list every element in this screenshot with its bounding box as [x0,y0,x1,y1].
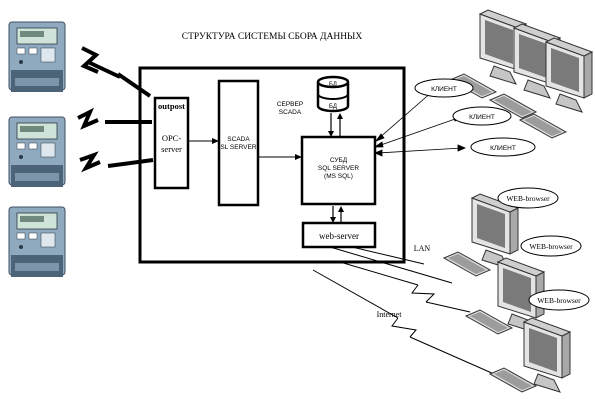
dbms-label-line3: (MS SQL) [324,173,353,180]
electricity-meter-3 [9,207,65,277]
client-links [375,88,465,156]
lan-label: LAN [414,244,431,253]
web-browser-label-3: WEB-browser [537,296,581,305]
outpost-label: outpost [158,101,185,111]
scada-server-label-line1: СЕРВЕР [277,101,303,108]
internet-label: Internet [377,310,403,319]
arrow-dbms-to-db [337,113,343,119]
db-label-bottom: БД [329,104,337,110]
web-server-label: web-server [319,231,359,241]
client-label-2: КЛИЕНТ [469,114,495,121]
scada-server-box [219,81,258,205]
client-computer-3 [546,38,592,112]
opc-label-line1: OPC- [162,133,182,143]
electricity-meter-2 [9,117,65,187]
scada-label-line2: SL SERVER [220,144,256,151]
db-label-top: БД [329,82,337,88]
web-browser-label-2: WEB-browser [529,242,573,251]
client-keyboard-3 [520,114,566,138]
diagram-title: СТРУКТУРА СИСТЕМЫ СБОРА ДАННЫХ [182,32,363,42]
dbms-label-line2: SQL SERVER [318,165,359,172]
dbms-label-line1: СУБД [330,157,348,164]
client-label-3: КЛИЕНТ [490,145,516,152]
opc-label-line2: server [161,144,182,154]
opc-server-box [155,98,188,188]
scada-label-line1: SCADA [227,136,250,143]
electricity-meter-1 [9,22,65,92]
web-keyboard-2 [466,310,512,334]
web-computer-3 [524,318,570,392]
radio-link-3 [80,155,153,168]
web-keyboard-3 [490,368,536,392]
arrow-webserver-to-dbms [338,206,344,212]
web-browser-label-1: WEB-browser [506,194,550,203]
client-label-1: КЛИЕНТ [431,86,457,93]
scada-server-label-line2: SCADA [279,109,302,116]
web-keyboard-1 [444,252,490,276]
